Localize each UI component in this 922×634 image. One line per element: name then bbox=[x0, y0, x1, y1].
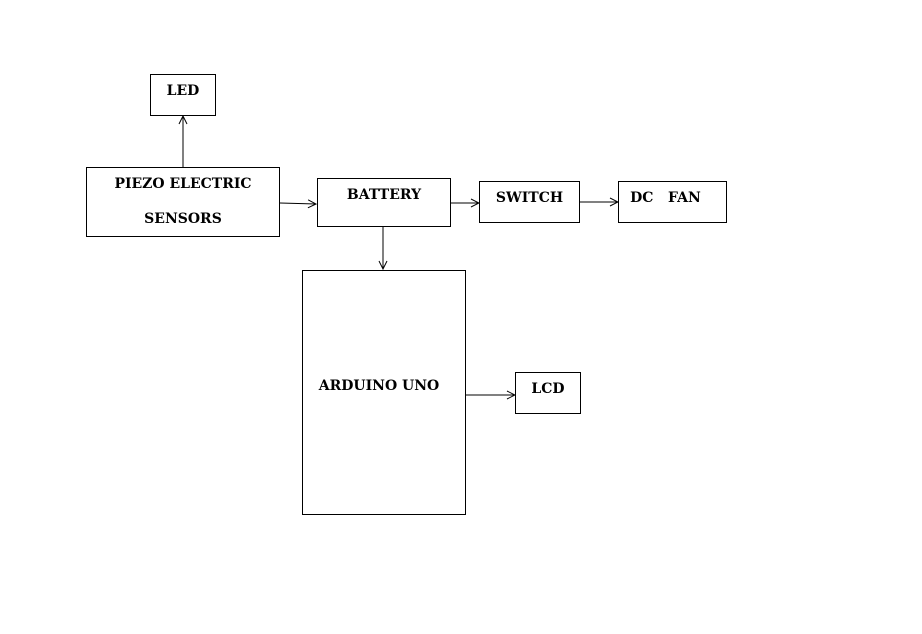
lcd-block: LCD bbox=[515, 372, 581, 414]
piezo-label-line2: SENSORS bbox=[144, 211, 222, 227]
led-label: LED bbox=[166, 83, 200, 99]
battery-label: BATTERY bbox=[346, 187, 422, 203]
lcd-label: LCD bbox=[531, 381, 565, 397]
arduino-uno-label: ARDUINO UNO bbox=[318, 378, 440, 394]
dc-fan-label: DC FAN bbox=[630, 190, 701, 206]
led-block: LED bbox=[150, 74, 216, 116]
arrow-piezo-to-battery bbox=[279, 203, 316, 204]
battery-block: BATTERY bbox=[317, 178, 451, 227]
switch-label: SWITCH bbox=[495, 190, 564, 206]
dc-fan-block: DC FAN bbox=[618, 181, 727, 223]
piezo-sensors-block: PIEZO ELECTRIC SENSORS bbox=[86, 167, 280, 237]
arduino-uno-block: ARDUINO UNO bbox=[302, 270, 466, 515]
piezo-label-line1: PIEZO ELECTRIC bbox=[114, 176, 252, 192]
switch-block: SWITCH bbox=[479, 181, 580, 223]
